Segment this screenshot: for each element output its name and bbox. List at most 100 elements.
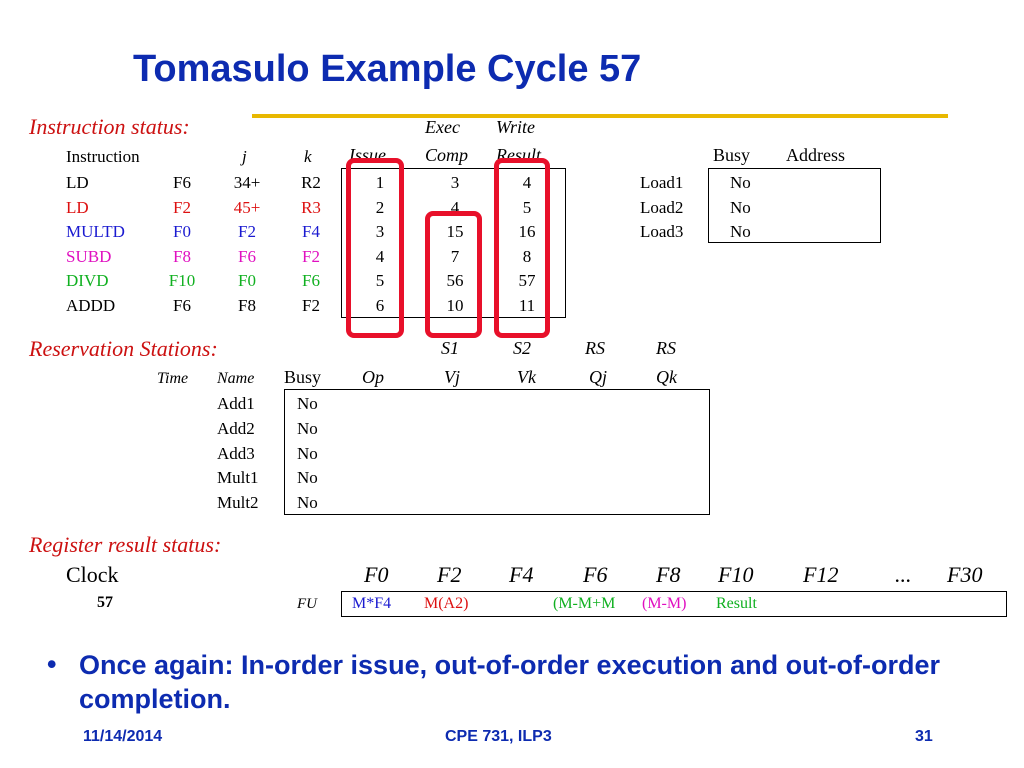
rs-header-qj: Qj <box>589 367 607 387</box>
register-header: ... <box>895 562 912 587</box>
instruction-comp: 15 <box>446 222 464 241</box>
load-busy-header: Busy <box>713 145 751 165</box>
instruction-k: F6 <box>302 271 320 290</box>
load-buffer-name: Load3 <box>640 222 684 241</box>
register-header: F12 <box>803 562 839 587</box>
instruction-issue: 1 <box>375 173 385 192</box>
instruction-j: F2 <box>238 222 256 241</box>
reservation-stations-label: Reservation Stations: <box>29 336 218 361</box>
rs-name: Add1 <box>217 394 255 413</box>
instruction-op: MULTD <box>66 222 125 241</box>
instruction-op: LD <box>66 173 89 192</box>
instruction-status-label: Instruction status: <box>29 114 190 139</box>
header-instruction: Instruction <box>66 147 140 166</box>
register-status-label: Register result status: <box>29 532 222 557</box>
exec-label: Exec <box>425 117 460 137</box>
title-underline <box>252 114 948 118</box>
register-fu-value: (M-M+M <box>553 595 616 612</box>
register-header: F8 <box>656 562 681 587</box>
instruction-issue: 6 <box>375 296 385 315</box>
instruction-result: 8 <box>522 247 532 266</box>
instruction-j: F6 <box>238 247 256 266</box>
reservation-station-box <box>284 389 710 515</box>
clock-label: Clock <box>66 562 119 587</box>
instruction-dest: F0 <box>173 222 191 241</box>
instruction-comp: 4 <box>450 198 460 217</box>
rs-header-op: Op <box>362 367 384 387</box>
instruction-j: F8 <box>238 296 256 315</box>
header-k: k <box>304 147 312 166</box>
register-fu-value: M(A2) <box>424 595 469 612</box>
instruction-k: R2 <box>301 173 321 192</box>
rs-name: Add2 <box>217 419 255 438</box>
instruction-result: 57 <box>518 271 536 290</box>
rs-busy: No <box>297 394 318 413</box>
register-header: F0 <box>364 562 389 587</box>
instruction-result: 5 <box>522 198 532 217</box>
header-comp: Comp <box>425 145 469 165</box>
load-buffer-busy: No <box>730 222 751 241</box>
clock-value: 57 <box>97 594 113 611</box>
instruction-issue: 2 <box>375 198 385 217</box>
header-j: j <box>242 147 247 166</box>
instruction-comp: 3 <box>450 173 460 192</box>
rs-header-qk: Qk <box>656 367 677 387</box>
instruction-k: F2 <box>302 247 320 266</box>
instruction-op: SUBD <box>66 247 112 266</box>
instruction-comp: 56 <box>446 271 464 290</box>
instruction-j: 45+ <box>233 198 261 217</box>
write-label: Write <box>496 117 535 137</box>
instruction-dest: F6 <box>173 173 191 192</box>
rs-busy: No <box>297 468 318 487</box>
instruction-dest: F10 <box>168 271 196 290</box>
register-header: F2 <box>437 562 462 587</box>
register-header: F30 <box>947 562 983 587</box>
load-buffer-busy: No <box>730 173 751 192</box>
instruction-comp: 7 <box>450 247 460 266</box>
rs-name: Add3 <box>217 444 255 463</box>
instruction-dest: F2 <box>173 198 191 217</box>
rs-top-header-rs2: RS <box>656 338 676 358</box>
rs-header-busy: Busy <box>284 367 322 387</box>
register-fu-value: M*F4 <box>352 595 392 612</box>
register-status-box <box>341 591 1007 617</box>
issue-column-highlight <box>346 158 404 338</box>
load-buffer-name: Load1 <box>640 173 684 192</box>
instruction-j: 34+ <box>233 173 261 192</box>
rs-top-header-rs1: RS <box>585 338 605 358</box>
fu-label: FU <box>297 596 317 612</box>
bullet-text: Once again: In-order issue, out-of-order… <box>79 650 941 714</box>
result-column-highlight <box>494 158 550 338</box>
instruction-op: LD <box>66 198 89 217</box>
rs-busy: No <box>297 444 318 463</box>
footer-course: CPE 731, ILP3 <box>445 728 552 745</box>
instruction-j: F0 <box>238 271 256 290</box>
rs-top-header-s1: S1 <box>441 338 459 358</box>
rs-name: Mult2 <box>217 493 259 512</box>
comp-column-highlight <box>425 211 482 338</box>
rs-top-header-s2: S2 <box>513 338 531 358</box>
register-fu-value: Result <box>716 595 757 612</box>
rs-busy: No <box>297 419 318 438</box>
instruction-k: R3 <box>301 198 321 217</box>
load-buffer-name: Load2 <box>640 198 684 217</box>
instruction-comp: 10 <box>446 296 464 315</box>
footer-date: 11/14/2014 <box>83 728 163 745</box>
load-buffer-box <box>708 168 881 243</box>
load-buffer-busy: No <box>730 198 751 217</box>
register-header: F6 <box>583 562 608 587</box>
rs-header-time: Time <box>157 370 189 387</box>
instruction-op: ADDD <box>66 296 116 315</box>
register-header: F4 <box>509 562 534 587</box>
instruction-result: 4 <box>522 173 532 192</box>
footer-page-number: 31 <box>915 728 933 745</box>
instruction-op: DIVD <box>66 271 109 290</box>
instruction-dest: F6 <box>173 296 191 315</box>
register-header: F10 <box>718 562 754 587</box>
instruction-dest: F8 <box>173 247 191 266</box>
instruction-issue: 3 <box>375 222 385 241</box>
instruction-result: 16 <box>518 222 536 241</box>
slide-title: Tomasulo Example Cycle 57 <box>133 48 642 90</box>
rs-header-vj: Vj <box>444 367 460 387</box>
instruction-k: F4 <box>302 222 320 241</box>
